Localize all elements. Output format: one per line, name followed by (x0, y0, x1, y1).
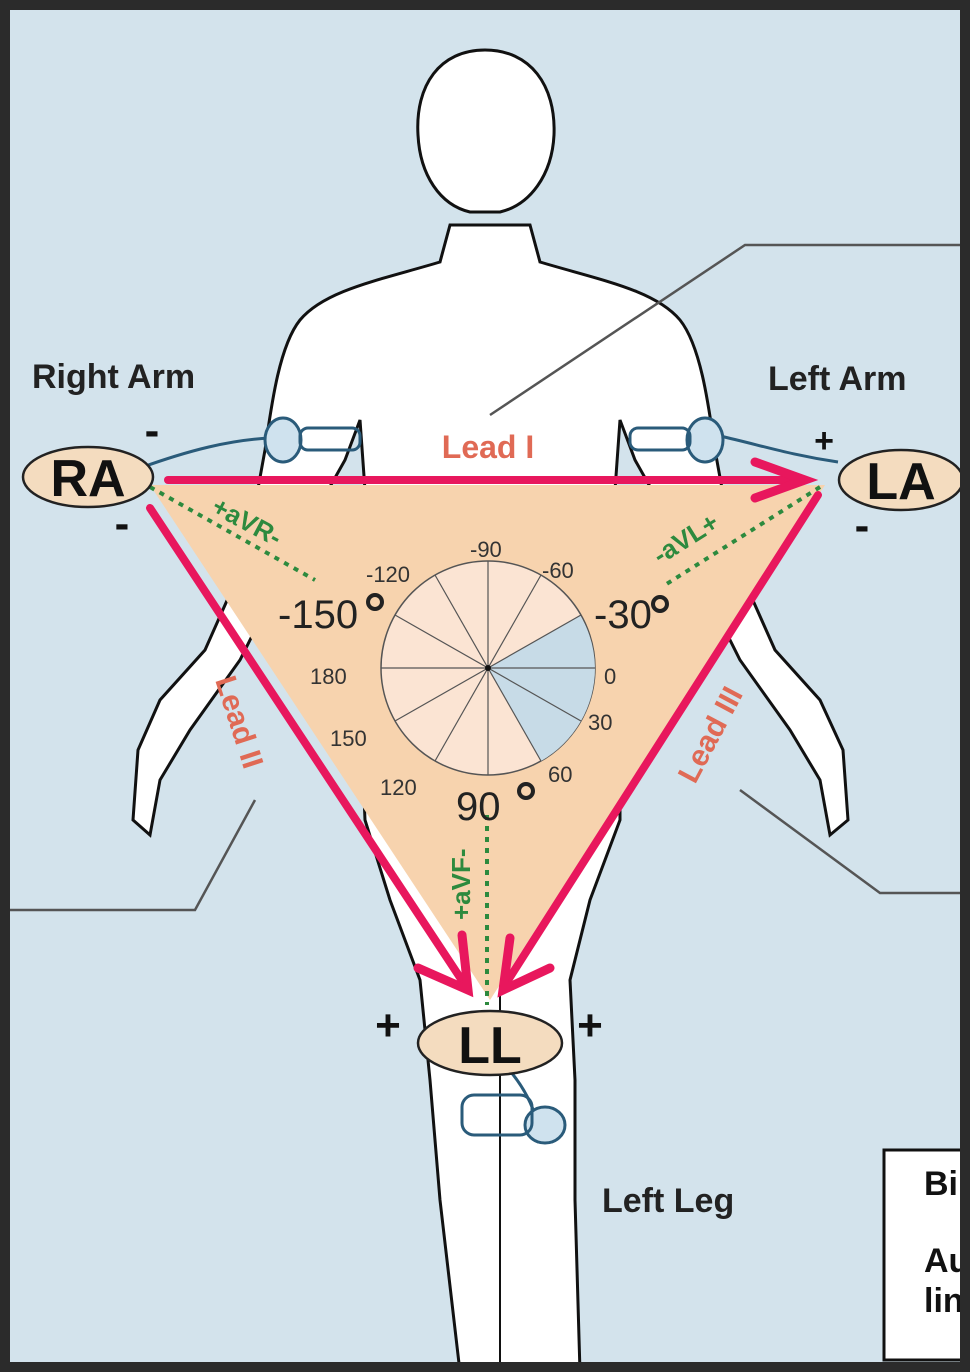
angle-minus-150: -150 (278, 593, 358, 637)
angle-minus-30: -30 (594, 593, 652, 637)
angle-90: 90 (456, 785, 501, 829)
axis-center (485, 665, 491, 671)
angle-minus-120: -120 (366, 562, 410, 587)
angle-120: 120 (380, 775, 417, 800)
angle-180: 180 (310, 664, 347, 689)
angle-minus-60: -60 (542, 558, 574, 583)
la-plus: + (814, 422, 834, 460)
ra-minus-bottom: - (115, 499, 130, 548)
angle-30: 30 (588, 710, 612, 735)
angle-60: 60 (548, 762, 572, 787)
lead-i-label: Lead I (442, 429, 534, 465)
la-minus: - (855, 501, 870, 550)
ra-minus-top: - (145, 406, 160, 455)
angle-minus-90: -90 (470, 537, 502, 562)
right-arm-label: Right Arm (32, 358, 195, 396)
ra-clip (265, 418, 301, 462)
ll-plus-right: + (577, 1001, 603, 1050)
legend-box: Bi Au lin (884, 1150, 970, 1360)
la-clip (687, 418, 723, 462)
legend-line-3: lin (924, 1282, 964, 1320)
head-shape (418, 50, 554, 212)
electrode-ra: RA (23, 447, 153, 508)
avf-label: +aVF- (446, 848, 476, 920)
hexaxial-wheel (381, 561, 595, 775)
angle-150: 150 (330, 726, 367, 751)
la-label: LA (866, 453, 935, 511)
ll-label: LL (458, 1017, 522, 1075)
angle-0: 0 (604, 664, 616, 689)
ll-plus-left: + (375, 1001, 401, 1050)
left-leg-label: Left Leg (602, 1182, 734, 1220)
left-arm-label: Left Arm (768, 360, 907, 398)
legend-line-1: Bi (924, 1165, 958, 1203)
electrode-ll: LL (418, 1011, 562, 1075)
